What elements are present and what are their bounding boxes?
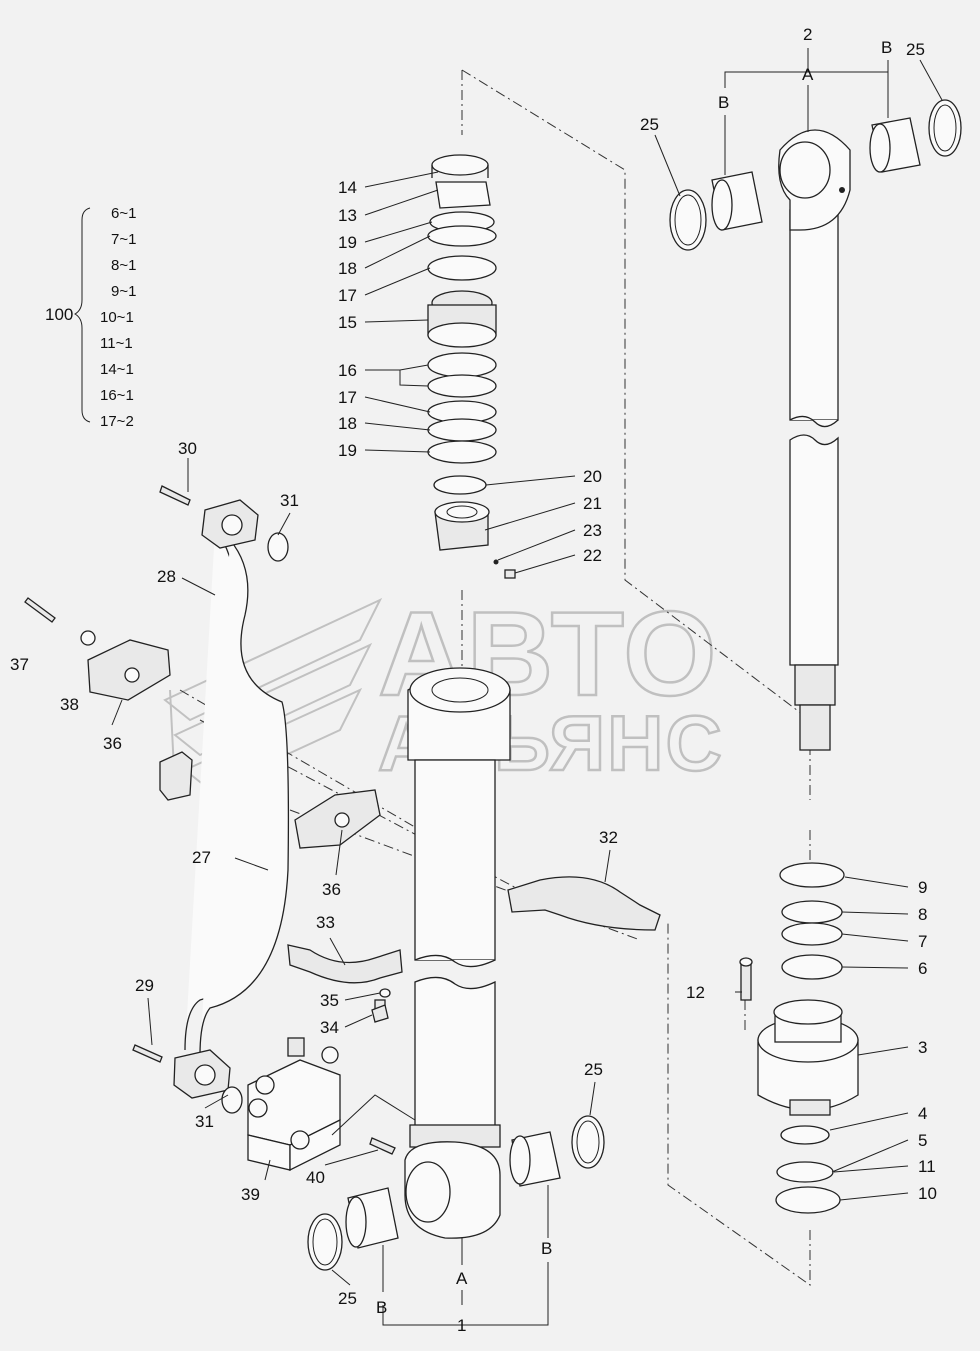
kit-item: 11~1 bbox=[100, 335, 133, 352]
watermark: АВТО АЛЬЯНС bbox=[163, 586, 723, 792]
label-8: 8 bbox=[918, 905, 927, 924]
label-b-bottom-right: B bbox=[541, 1239, 552, 1258]
label-30: 30 bbox=[178, 439, 197, 458]
seal-25-bottom-right bbox=[571, 1115, 605, 1169]
kit-list: 100 6~1 7~1 8~1 9~1 10~1 11~1 14~1 16~1 … bbox=[45, 205, 136, 430]
label-11: 11 bbox=[918, 1157, 936, 1176]
label-36a: 36 bbox=[103, 734, 122, 753]
bushing-b-top-right bbox=[869, 117, 921, 173]
label-9: 9 bbox=[918, 878, 927, 897]
label-19b: 19 bbox=[338, 441, 357, 460]
label-36b: 36 bbox=[322, 880, 341, 899]
label-25-top-right: 25 bbox=[906, 40, 925, 59]
label-18a: 18 bbox=[338, 259, 357, 278]
cylinder-tube-1 bbox=[404, 667, 511, 1239]
kit-item: 7~1 bbox=[111, 231, 136, 248]
nut-21 bbox=[434, 501, 516, 579]
label-12: 12 bbox=[686, 983, 705, 1002]
kit-item: 14~1 bbox=[100, 361, 134, 378]
kit-item: 10~1 bbox=[100, 309, 134, 326]
label-39: 39 bbox=[241, 1185, 260, 1204]
bushing-b-bottom-right bbox=[509, 1131, 561, 1187]
label-15: 15 bbox=[338, 313, 357, 332]
label-b-top-left: B bbox=[718, 93, 729, 112]
clamp-36-top bbox=[24, 597, 171, 701]
leader-lines bbox=[73, 48, 943, 1326]
flange-29 bbox=[132, 1044, 231, 1099]
label-22: 22 bbox=[583, 546, 602, 565]
valve-39 bbox=[247, 1037, 396, 1172]
label-2: 2 bbox=[803, 25, 812, 44]
label-31a: 31 bbox=[280, 491, 299, 510]
label-21: 21 bbox=[583, 494, 602, 513]
flange-30 bbox=[159, 485, 259, 549]
label-7: 7 bbox=[918, 932, 927, 951]
bushing-b-bottom-left bbox=[345, 1187, 399, 1249]
label-35: 35 bbox=[320, 991, 339, 1010]
label-31b: 31 bbox=[195, 1112, 214, 1131]
label-23: 23 bbox=[583, 521, 602, 540]
clamp-36-mid bbox=[294, 789, 381, 849]
seal-25-bottom-left bbox=[307, 1213, 343, 1271]
label-10: 10 bbox=[918, 1184, 937, 1203]
label-17a: 17 bbox=[338, 286, 357, 305]
seal-25-top-left bbox=[669, 189, 707, 251]
label-25-bottom-right: 25 bbox=[584, 1060, 603, 1079]
label-17b: 17 bbox=[338, 388, 357, 407]
label-32: 32 bbox=[599, 828, 618, 847]
label-27: 27 bbox=[192, 848, 211, 867]
bushing-b-top-left bbox=[711, 171, 763, 231]
kit-item: 9~1 bbox=[111, 283, 136, 300]
kit-item: 6~1 bbox=[111, 205, 136, 222]
seal-25-top-right bbox=[928, 99, 962, 157]
label-19a: 19 bbox=[338, 233, 357, 252]
oring-31 bbox=[221, 532, 289, 1114]
label-38: 38 bbox=[60, 695, 79, 714]
band-32 bbox=[507, 876, 661, 931]
piston-rod-2 bbox=[778, 129, 851, 751]
label-3: 3 bbox=[918, 1038, 927, 1057]
label-33: 33 bbox=[316, 913, 335, 932]
label-37: 37 bbox=[10, 655, 29, 674]
label-5: 5 bbox=[918, 1131, 927, 1150]
label-6: 6 bbox=[918, 959, 927, 978]
pipe-27-28 bbox=[184, 529, 290, 1056]
kit-item: 8~1 bbox=[111, 257, 136, 274]
label-1: 1 bbox=[457, 1316, 466, 1335]
label-34: 34 bbox=[320, 1018, 339, 1037]
label-14: 14 bbox=[338, 178, 357, 197]
block-left bbox=[159, 751, 193, 801]
label-18b: 18 bbox=[338, 414, 357, 433]
label-b-top-right: B bbox=[881, 38, 892, 57]
label-4: 4 bbox=[918, 1104, 927, 1123]
label-20: 20 bbox=[583, 467, 602, 486]
part-labels: 2 A B B 25 25 14 13 19 18 17 15 16 17 18… bbox=[10, 25, 937, 1335]
seal-stack-top bbox=[427, 154, 497, 495]
gland-3 bbox=[757, 999, 859, 1214]
label-b-bottom-left: B bbox=[376, 1298, 387, 1317]
label-a-top: A bbox=[802, 65, 814, 84]
kit-item: 17~2 bbox=[100, 413, 134, 430]
label-13: 13 bbox=[338, 206, 357, 225]
kit-item: 16~1 bbox=[100, 387, 134, 404]
label-25-top-left: 25 bbox=[640, 115, 659, 134]
label-40: 40 bbox=[306, 1168, 325, 1187]
label-16: 16 bbox=[338, 361, 357, 380]
label-25-bottom-left: 25 bbox=[338, 1289, 357, 1308]
label-28: 28 bbox=[157, 567, 176, 586]
gland-seals bbox=[739, 862, 845, 1001]
label-a-bottom: A bbox=[456, 1269, 468, 1288]
label-29: 29 bbox=[135, 976, 154, 995]
kit-number: 100 bbox=[45, 305, 73, 324]
